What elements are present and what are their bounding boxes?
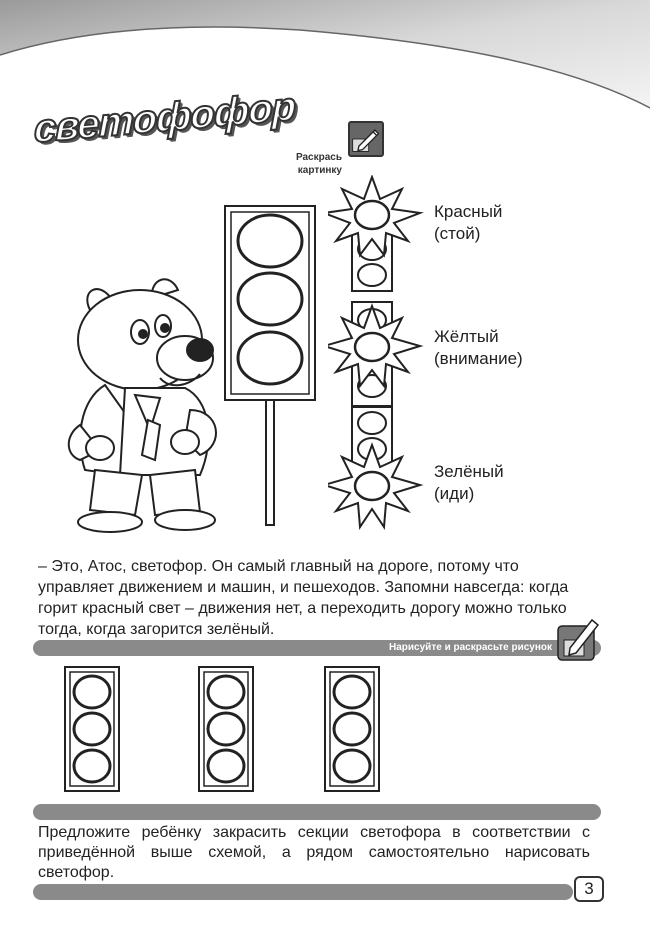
divider-bar: [33, 640, 601, 656]
divider-bar: [33, 884, 573, 900]
coloring-traffic-light: [198, 666, 254, 792]
signal-name-yellow: Жёлтый: [434, 327, 499, 346]
signal-action-red: (стой): [434, 224, 481, 243]
signal-label-red: Красный (стой): [434, 201, 502, 245]
traffic-light-green-illustration: [328, 406, 424, 530]
signal-name-green: Зелёный: [434, 462, 504, 481]
parent-instruction: Предложите ребёнку закрасить секции свет…: [38, 824, 590, 881]
signal-name-red: Красный: [434, 202, 503, 221]
traffic-light-yellow-illustration: [328, 301, 424, 407]
signal-label-yellow: Жёлтый (внимание): [434, 326, 523, 370]
story-paragraph: – Это, Атос, светофор. Он самый главный …: [38, 558, 569, 638]
pencil-icon: [557, 618, 600, 661]
coloring-hint: Раскрась картинку: [295, 152, 342, 176]
coloring-traffic-light: [324, 666, 380, 792]
traffic-light-red-illustration: [328, 175, 424, 292]
coloring-traffic-light: [64, 666, 120, 792]
dog-character-illustration: [67, 278, 217, 533]
pencil-icon: [348, 121, 384, 157]
page-curl-decoration: [0, 0, 650, 109]
signal-action-green: (иди): [434, 484, 475, 503]
draw-task-caption: Нарисуйте и раскрасьте рисунок: [389, 642, 552, 653]
page-number: 3: [574, 876, 604, 902]
divider-bar: [33, 804, 601, 820]
signal-action-yellow: (внимание): [434, 349, 523, 368]
signal-label-green: Зелёный (иди): [434, 461, 504, 505]
main-traffic-light-illustration: [224, 205, 316, 526]
